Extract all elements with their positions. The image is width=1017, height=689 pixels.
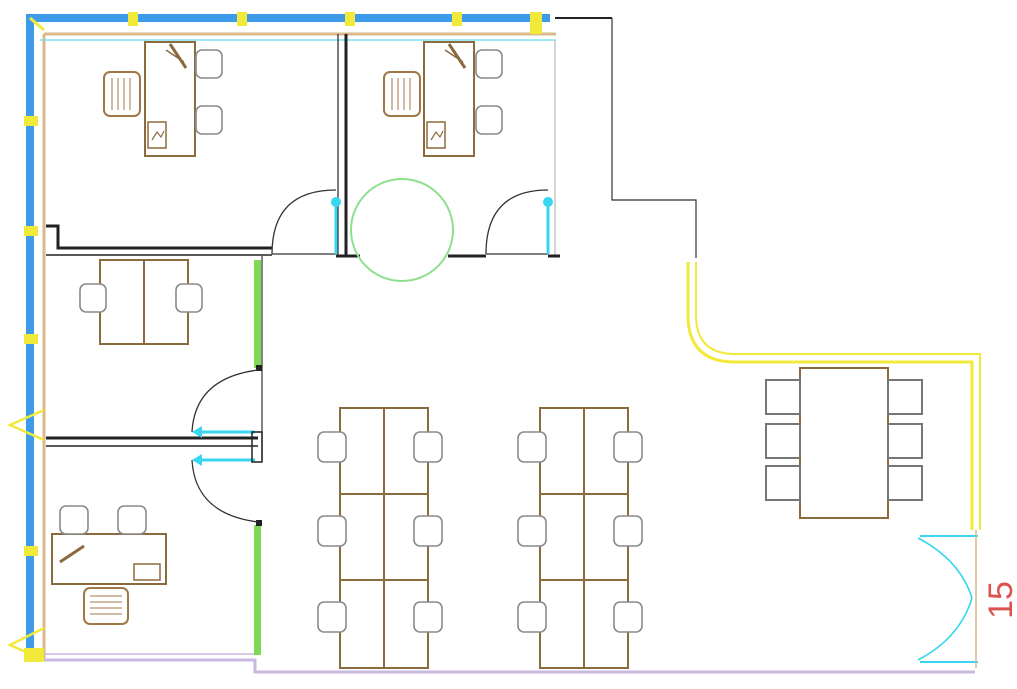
double-door-right	[917, 530, 978, 668]
desk-chair	[103, 71, 141, 117]
chair	[117, 505, 147, 535]
exterior-wall	[6, 12, 612, 662]
chair	[79, 283, 107, 313]
workstation-cluster-2	[517, 407, 643, 669]
yellow-curved-wall	[686, 262, 981, 530]
green-circle	[350, 178, 454, 282]
office-3-furniture	[51, 505, 167, 625]
guest-chair	[475, 49, 503, 135]
door-office-1	[271, 189, 341, 255]
chair	[59, 505, 89, 535]
desk-chair	[83, 587, 129, 625]
desk-chair	[383, 71, 421, 117]
door-office-2	[485, 189, 553, 255]
double-door-left	[191, 369, 263, 523]
room-number-label: 15	[982, 581, 1017, 619]
conference-table	[765, 367, 923, 519]
small-meeting-furniture	[79, 259, 203, 345]
office-1-furniture	[103, 41, 223, 157]
bottom-floor-line	[44, 653, 975, 674]
workstation-cluster-1	[317, 407, 443, 669]
office-2-furniture	[383, 41, 503, 157]
interior-walls	[46, 34, 560, 460]
green-partition	[254, 260, 262, 655]
chair	[175, 283, 203, 313]
guest-chair	[195, 49, 223, 135]
right-outline	[554, 18, 697, 258]
